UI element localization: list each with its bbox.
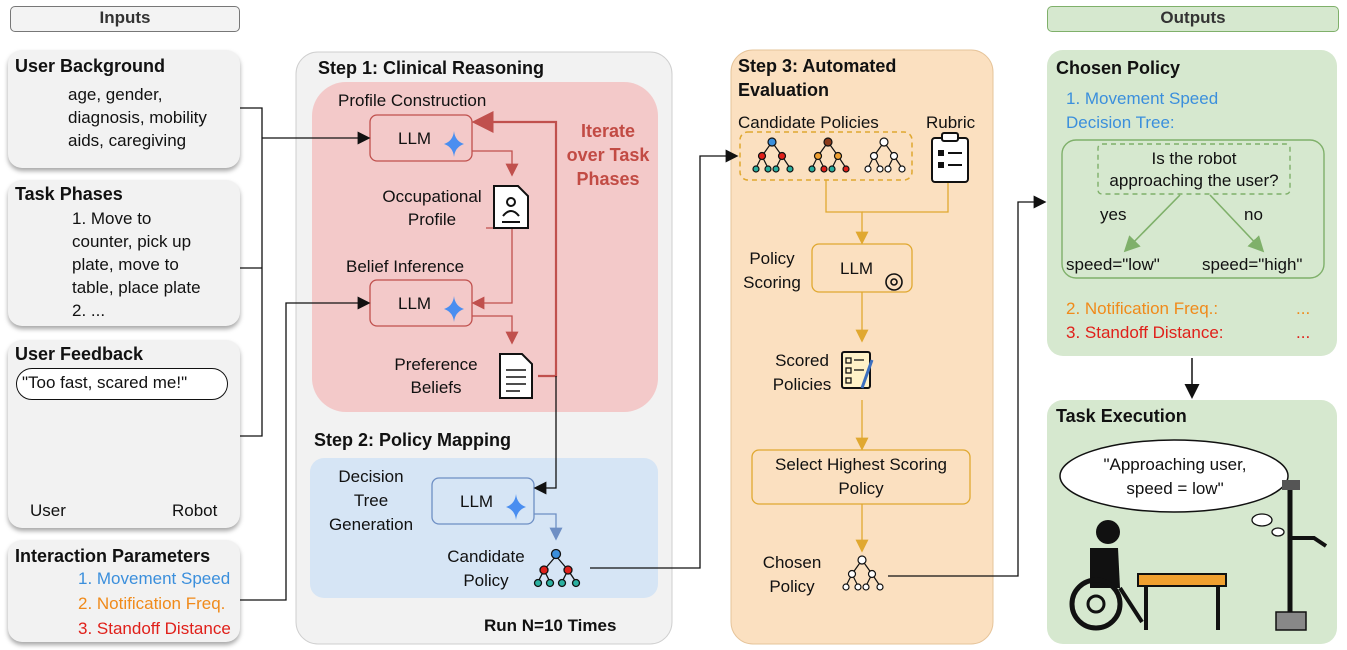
run-note: Run N=10 Times [484, 616, 617, 635]
interaction-parameters-card [8, 540, 240, 642]
task-phases-line-2: counter, pick up [72, 232, 192, 251]
inputs-header: Inputs [10, 6, 240, 32]
robot-label: Robot [172, 501, 218, 520]
step3-title-line-1: Step 3: Automated [738, 56, 897, 76]
user-background-title: User Background [15, 56, 166, 76]
step2-title: Step 2: Policy Mapping [314, 430, 512, 450]
gemini-icon [444, 131, 526, 520]
task-phases-title: Task Phases [15, 184, 123, 204]
rubric-label: Rubric [926, 113, 976, 132]
task-phases-line-4: table, place plate [72, 278, 201, 297]
chosen-tree-icon [842, 555, 884, 591]
clipboard-icon [931, 132, 969, 183]
leaf-low: speed="low" [1066, 255, 1160, 274]
user-background-line-1: age, gender, [68, 85, 163, 104]
leaf-high: speed="high" [1202, 255, 1303, 274]
chosen-policy-title: Chosen Policy [1056, 58, 1181, 78]
step1-title: Step 1: Clinical Reasoning [318, 58, 545, 78]
feedback-speech-bubble [16, 368, 228, 400]
notification-ellipsis: ... [1296, 299, 1311, 318]
chosen-policy-line-1: Chosen [762, 553, 822, 572]
llm-belief: LLM [398, 294, 432, 313]
scored-policies-line-2: Policies [772, 375, 832, 394]
candidate-policy-line-1: Candidate [447, 547, 525, 566]
task-phases-line-5: 2. ... [72, 301, 106, 320]
task-execution-title: Task Execution [1056, 406, 1187, 426]
outputs-header: Outputs [1047, 6, 1339, 32]
decision-tree-gen-line-3: Generation [328, 515, 414, 534]
iterate-line-3: Phases [576, 169, 640, 189]
profile-document-icon [493, 185, 529, 229]
task-phases-line-1: 1. Move to [72, 209, 152, 228]
belief-inference-label: Belief Inference [346, 257, 465, 276]
thought-line-1: "Approaching user, [1103, 455, 1247, 474]
candidate-trees-icon [752, 137, 906, 173]
notification-line: 2. Notification Freq.: [1066, 299, 1219, 318]
candidate-policy-line-2: Policy [463, 571, 509, 590]
user-feedback-title: User Feedback [15, 344, 144, 364]
yes-label: yes [1100, 205, 1127, 224]
llm-profile: LLM [398, 129, 432, 148]
preference-beliefs-line-2: Beliefs [410, 378, 462, 397]
policy-scoring-line-2: Scoring [743, 273, 801, 292]
feedback-quote: "Too fast, scared me!" [22, 373, 188, 392]
standoff-line: 3. Standoff Distance: [1066, 323, 1224, 342]
task-phases-line-3: plate, move to [72, 255, 179, 274]
user-label: User [30, 501, 66, 520]
speed-label-line-2: Decision Tree: [1066, 113, 1175, 132]
tree-icon [533, 548, 581, 588]
param-standoff-distance: 3. Standoff Distance [78, 619, 231, 638]
user-background-line-2: diagnosis, mobility [68, 108, 207, 127]
llm-scoring: LLM [840, 259, 874, 278]
task-phases-card [8, 180, 240, 326]
document-icon [499, 353, 533, 399]
step3-title-line-2: Evaluation [738, 80, 830, 100]
chosen-policy-line-2: Policy [769, 577, 815, 596]
select-line-2: Policy [838, 479, 884, 498]
scored-policies-line-1: Scored [775, 351, 829, 370]
decision-tree-gen-line-1: Decision [338, 467, 404, 486]
occupational-profile-line-1: Occupational [382, 187, 482, 206]
thought-bubble-icon [1059, 439, 1289, 537]
iterate-line-1: Iterate [580, 121, 636, 141]
user-background-card [8, 50, 240, 168]
thought-line-2: speed = low" [1126, 479, 1224, 498]
standoff-ellipsis: ... [1296, 323, 1311, 342]
no-label: no [1244, 205, 1263, 224]
param-movement-speed: 1. Movement Speed [78, 569, 231, 588]
interaction-parameters-title: Interaction Parameters [15, 546, 211, 566]
openai-icon [885, 273, 903, 291]
robot-arm-execution-icon [1275, 480, 1328, 631]
param-notification-freq: 2. Notification Freq. [78, 594, 226, 613]
decision-tree-gen-line-2: Tree [353, 491, 389, 510]
llm-policy: LLM [460, 492, 494, 511]
preference-beliefs-line-1: Preference [394, 355, 478, 374]
profile-construction-label: Profile Construction [338, 91, 487, 110]
policy-scoring-line-1: Policy [749, 249, 795, 268]
iterate-line-2: over Task [566, 145, 650, 165]
question-line-2: approaching the user? [1109, 171, 1279, 190]
occupational-profile-line-2: Profile [407, 210, 457, 229]
wheelchair-user-execution-icon [1069, 520, 1227, 631]
candidate-policies-label: Candidate Policies [738, 113, 879, 132]
select-line-1: Select Highest Scoring [775, 455, 947, 474]
speed-label-line-1: 1. Movement Speed [1066, 89, 1219, 108]
question-line-1: Is the robot [1151, 149, 1237, 168]
user-background-line-3: aids, caregiving [68, 131, 187, 150]
checklist-icon [841, 351, 874, 389]
